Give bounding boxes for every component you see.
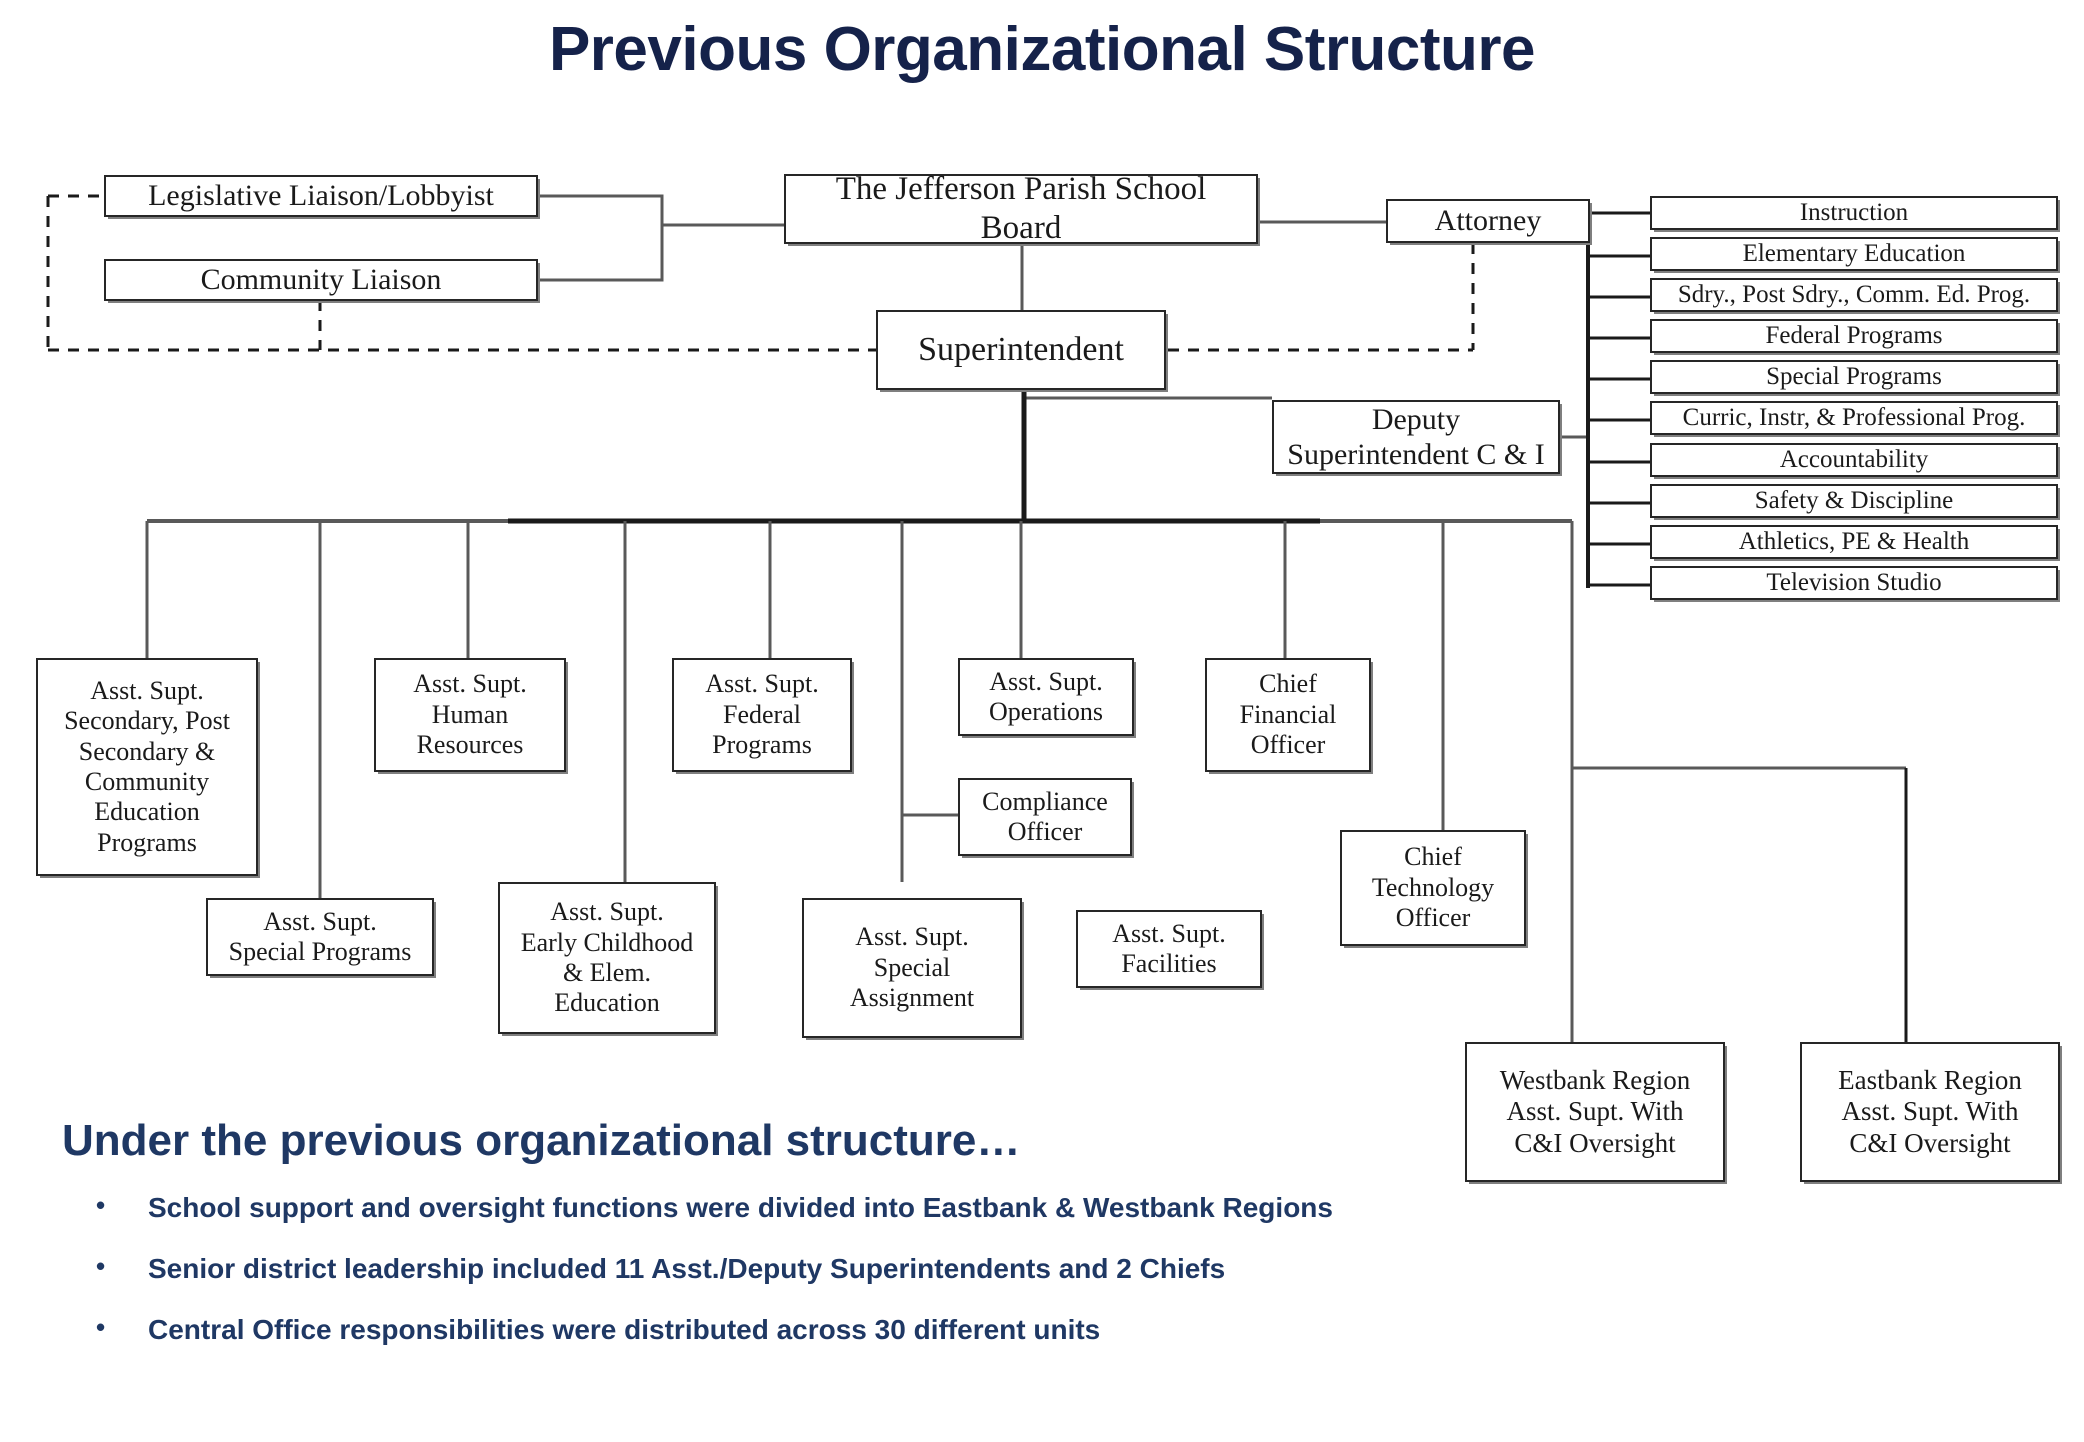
list-item: • School support and oversight functions… [90, 1188, 1430, 1229]
bullet-text: Senior district leadership included 11 A… [148, 1252, 1226, 1284]
summary-bullet-list: • School support and oversight functions… [90, 1188, 1430, 1371]
box-westbank-region[interactable]: Westbank Region Asst. Supt. With C&I Ove… [1465, 1042, 1725, 1182]
box-asst-supt-special-programs[interactable]: Asst. Supt. Special Programs [206, 898, 434, 976]
ci-dept-secondary-post-secondary[interactable]: Sdry., Post Sdry., Comm. Ed. Prog. [1650, 278, 2058, 312]
bullet-glyph: • [96, 1190, 106, 1220]
ci-dept-elementary-education[interactable]: Elementary Education [1650, 237, 2058, 271]
box-asst-supt-operations[interactable]: Asst. Supt. Operations [958, 658, 1134, 736]
box-asst-supt-early-childhood[interactable]: Asst. Supt. Early Childhood & Elem. Educ… [498, 882, 716, 1034]
box-attorney[interactable]: Attorney [1386, 199, 1590, 243]
ci-dept-television-studio[interactable]: Television Studio [1650, 566, 2058, 600]
ci-dept-curriculum-instruction[interactable]: Curric, Instr, & Professional Prog. [1650, 401, 2058, 435]
box-compliance-officer[interactable]: Compliance Officer [958, 778, 1132, 856]
ci-dept-instruction[interactable]: Instruction [1650, 196, 2058, 230]
bullet-text: School support and oversight functions w… [148, 1192, 1333, 1223]
box-asst-supt-special-assignment[interactable]: Asst. Supt. Special Assignment [802, 898, 1022, 1038]
box-asst-supt-secondary[interactable]: Asst. Supt. Secondary, Post Secondary & … [36, 658, 258, 876]
connector-lines [46, 194, 1908, 1042]
bullet-glyph: • [96, 1311, 106, 1342]
box-chief-financial-officer[interactable]: Chief Financial Officer [1205, 658, 1371, 772]
org-chart: Legislative Liaison/Lobbyist Community L… [36, 171, 2060, 1182]
ci-dept-federal-programs[interactable]: Federal Programs [1650, 319, 2058, 353]
box-community-liaison[interactable]: Community Liaison [104, 259, 538, 301]
page-title: Previous Organizational Structure [548, 15, 1536, 84]
list-item: • Senior district leadership included 11… [90, 1249, 1430, 1290]
box-deputy-superintendent[interactable]: Deputy Superintendent C & I [1272, 400, 1560, 474]
ci-dept-special-programs[interactable]: Special Programs [1650, 360, 2058, 394]
ci-dept-accountability[interactable]: Accountability [1650, 443, 2058, 477]
box-asst-supt-facilities[interactable]: Asst. Supt. Facilities [1076, 910, 1262, 988]
box-legislative-liaison[interactable]: Legislative Liaison/Lobbyist [104, 175, 538, 217]
box-school-board[interactable]: The Jefferson Parish School Board [784, 171, 1258, 246]
box-superintendent[interactable]: Superintendent [876, 310, 1166, 390]
bullet-text: Central Office responsibilities were dis… [148, 1313, 1101, 1345]
ci-dept-athletics-pe-health[interactable]: Athletics, PE & Health [1650, 525, 2058, 559]
box-chief-technology-officer[interactable]: Chief Technology Officer [1340, 830, 1526, 946]
box-asst-supt-human-resources[interactable]: Asst. Supt. Human Resources [374, 658, 566, 772]
summary-heading: Under the previous organizational struct… [62, 1116, 1021, 1165]
ci-dept-safety-discipline[interactable]: Safety & Discipline [1650, 484, 2058, 518]
box-asst-supt-federal-programs[interactable]: Asst. Supt. Federal Programs [672, 658, 852, 772]
bullet-glyph: • [96, 1250, 106, 1281]
list-item: • Central Office responsibilities were d… [90, 1310, 1430, 1351]
box-eastbank-region[interactable]: Eastbank Region Asst. Supt. With C&I Ove… [1800, 1042, 2060, 1182]
